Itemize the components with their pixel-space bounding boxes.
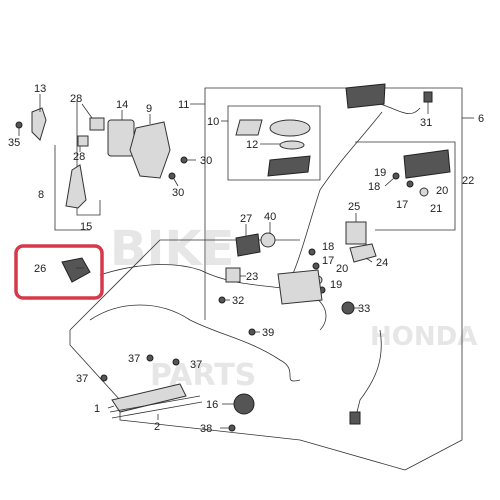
- part-28b-screw: [77, 135, 89, 147]
- callout-39: 39: [262, 327, 274, 339]
- bracket-8: [54, 145, 90, 231]
- part-13-bracket: [31, 107, 47, 141]
- callout-37c: 37: [76, 373, 88, 385]
- harness-lower: [89, 304, 301, 382]
- part-28a-screw: [89, 117, 105, 131]
- part-27-bushing: [235, 233, 261, 257]
- callout-6: 6: [478, 113, 484, 125]
- box-10: [227, 105, 321, 181]
- part-2-plate: [109, 395, 203, 419]
- part-17a-bolt: [406, 180, 414, 188]
- part-23-sensor: [225, 267, 241, 283]
- callout-11: 11: [178, 99, 189, 111]
- callout-37a: 37: [128, 353, 140, 365]
- callout-30b: 30: [172, 187, 184, 199]
- callout-23: 23: [246, 271, 258, 283]
- part-31-connector: [423, 91, 433, 103]
- callout-38: 38: [200, 423, 212, 435]
- callout-12: 12: [246, 139, 258, 151]
- part-1-bracket: [111, 383, 187, 413]
- box-22: [355, 141, 456, 231]
- callout-27: 27: [240, 213, 252, 225]
- callout-28a: 28: [70, 93, 82, 105]
- callout-24: 24: [376, 257, 388, 269]
- callout-26: 26: [34, 263, 46, 275]
- part-19a-nut: [392, 172, 400, 180]
- part-37c-bolt: [100, 374, 108, 382]
- part-9-lock: [129, 121, 171, 179]
- callout-18b: 18: [322, 241, 334, 253]
- part-17b-bolt: [312, 262, 320, 270]
- callout-20a: 20: [436, 185, 448, 197]
- callout-33: 33: [358, 303, 370, 315]
- part-30b-bolt: [168, 172, 176, 180]
- part-35-bolt: [15, 121, 23, 129]
- callout-22: 22: [462, 175, 474, 187]
- part-12-tray: [267, 155, 311, 177]
- callout-13: 13: [34, 83, 46, 95]
- part-22-box: [403, 149, 451, 179]
- part-30a-bolt: [180, 156, 188, 164]
- part-18b-bolt: [308, 248, 316, 256]
- leader-1: [107, 405, 115, 409]
- bracket-15: [76, 100, 101, 216]
- harness-main: [289, 103, 421, 281]
- callout-31: 31: [420, 117, 432, 129]
- highlight-26-box[interactable]: [14, 244, 104, 300]
- part-ecu: [277, 269, 323, 305]
- part-12-key-fob: [269, 119, 311, 137]
- harness-end-plug: [349, 411, 361, 425]
- part-top-module: [345, 83, 386, 109]
- part-8-link: [65, 164, 87, 209]
- part-26-sensor: [61, 257, 91, 283]
- part-37b-bolt: [172, 358, 180, 366]
- callout-2: 2: [154, 421, 160, 433]
- callout-18a: 18: [368, 181, 380, 193]
- callout-9: 9: [146, 103, 152, 115]
- part-12-ring: [279, 140, 305, 150]
- callout-17b: 17: [322, 255, 334, 267]
- watermark-left: BIKE: [110, 221, 234, 277]
- leader-18a: [384, 177, 395, 187]
- part-33-grommet: [341, 301, 355, 315]
- callout-10: 10: [207, 116, 219, 128]
- callout-30a: 30: [200, 155, 212, 167]
- part-20a-washer: [419, 187, 429, 197]
- callout-16: 16: [206, 399, 218, 411]
- part-38-bolt: [228, 424, 236, 432]
- callout-19a: 19: [374, 167, 386, 179]
- leader-6-down: [404, 118, 463, 471]
- callout-28b: 28: [73, 151, 85, 163]
- callout-21: 21: [430, 203, 442, 215]
- watermark-right: HONDA: [370, 322, 477, 352]
- callout-1: 1: [94, 403, 100, 415]
- leader-11: [190, 87, 463, 118]
- part-24-connector: [349, 243, 377, 263]
- callout-14: 14: [116, 99, 128, 111]
- callout-8: 8: [38, 189, 44, 201]
- callout-35: 35: [8, 137, 20, 149]
- callout-15: 15: [80, 221, 92, 233]
- leader-28a: [81, 103, 93, 119]
- part-10-clip: [235, 119, 263, 136]
- leader-24: [365, 257, 373, 263]
- part-16-horn: [233, 393, 255, 415]
- harness-tail: [354, 329, 382, 421]
- callout-19b: 19: [330, 279, 342, 291]
- callout-32: 32: [232, 295, 244, 307]
- callout-25: 25: [348, 201, 360, 213]
- callout-17a: 17: [396, 199, 408, 211]
- callout-40: 40: [264, 211, 276, 223]
- callout-37b: 37: [190, 359, 202, 371]
- leader-30b: [173, 178, 179, 187]
- part-40-cap: [260, 232, 276, 248]
- part-37a-bolt: [146, 354, 154, 362]
- part-25-relay: [345, 221, 367, 245]
- callout-20b: 20: [336, 263, 348, 275]
